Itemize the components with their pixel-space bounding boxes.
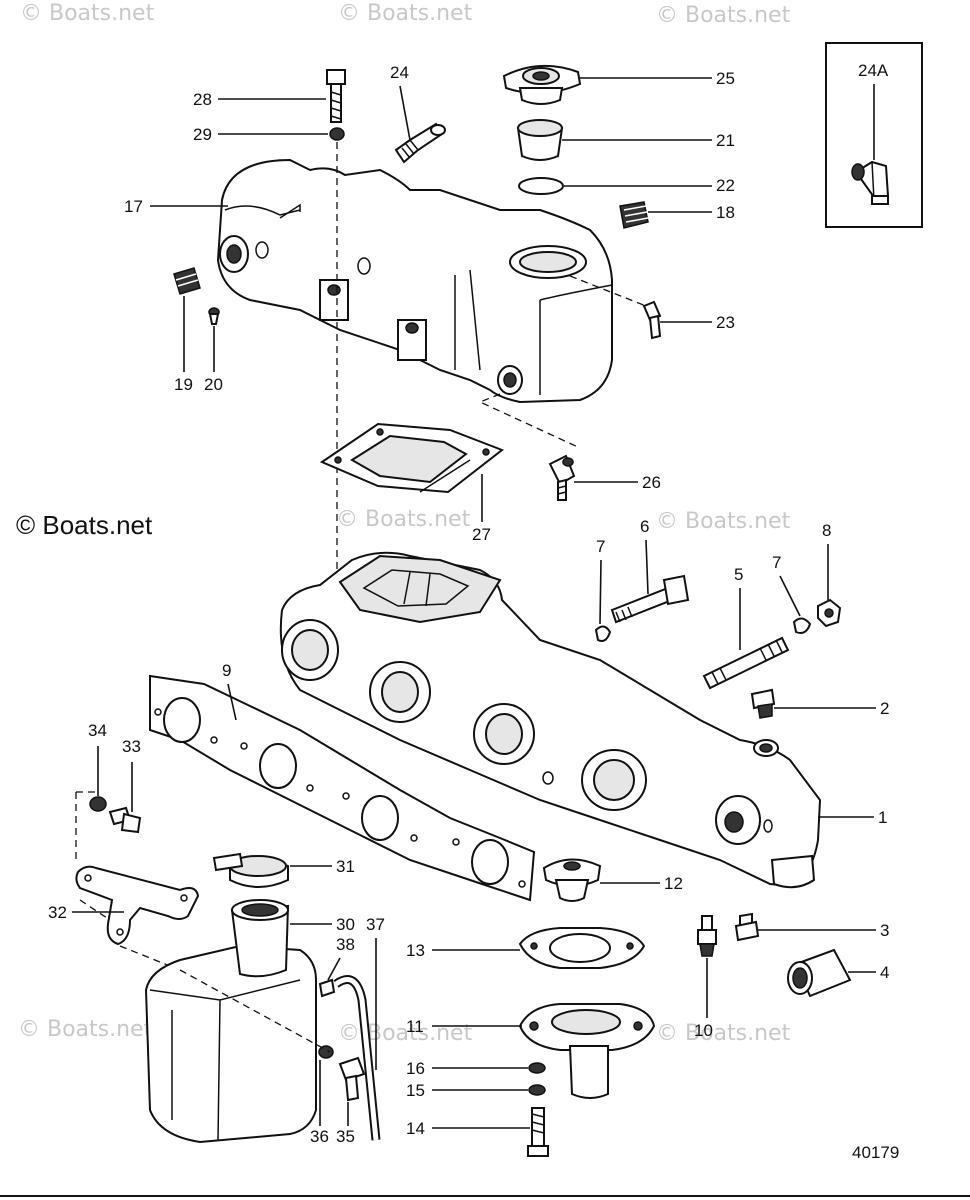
watermark-center: © Boats.net — [336, 507, 471, 532]
watermark-bottom-right: © Boats.net — [656, 1021, 791, 1046]
callout-31: 31 — [336, 857, 355, 876]
temperature-sender-10 — [697, 915, 717, 957]
callout-9: 9 — [222, 661, 231, 680]
bolt-33 — [108, 806, 142, 834]
callout-7b: 7 — [772, 553, 781, 572]
lockwasher-15 — [528, 1084, 546, 1096]
drain-plug-23 — [642, 300, 662, 340]
callout-3: 3 — [880, 921, 889, 940]
washer-16 — [528, 1062, 546, 1074]
o-ring-22 — [518, 177, 564, 195]
callout-21: 21 — [716, 131, 735, 150]
bolt-35 — [338, 1056, 366, 1102]
manifold-gasket-9 — [149, 674, 536, 902]
pipe-plug-3 — [734, 912, 760, 942]
callout-11: 11 — [406, 1017, 424, 1036]
callout-15: 15 — [406, 1081, 425, 1100]
callout-7a: 7 — [596, 537, 605, 556]
callout-35: 35 — [336, 1127, 355, 1146]
washer-36 — [318, 1045, 334, 1059]
pipe-plug-19 — [173, 267, 201, 295]
callout-10: 10 — [694, 1021, 713, 1040]
lockwasher-7b — [792, 617, 812, 634]
callout-17: 17 — [124, 197, 143, 216]
lockwasher-29 — [329, 127, 345, 141]
thermostat-housing-11 — [518, 1003, 656, 1099]
callout-25: 25 — [716, 69, 735, 88]
filler-neck-21 — [516, 119, 564, 161]
leader-38 — [327, 957, 341, 981]
callout-24a: 24A — [858, 61, 889, 80]
callout-14: 14 — [406, 1119, 425, 1138]
watermark-right-middle: © Boats.net — [656, 509, 791, 534]
bolt-6 — [610, 574, 690, 624]
leader-6 — [645, 539, 649, 595]
callout-5: 5 — [734, 565, 743, 584]
bolt-14 — [527, 1107, 549, 1157]
reservoir-tank-30 — [144, 899, 317, 1144]
callout-18: 18 — [716, 203, 735, 222]
hose-clamp-38 — [318, 978, 336, 998]
hose-4 — [787, 948, 852, 998]
bracket-32 — [75, 865, 200, 946]
callout-2: 2 — [880, 699, 889, 718]
callout-29: 29 — [193, 125, 212, 144]
callout-23: 23 — [716, 313, 735, 332]
bolt-28 — [326, 69, 346, 123]
thermostat-12 — [542, 858, 602, 902]
watermark-top-left: © Boats.net — [20, 1, 155, 26]
overflow-hose-37 — [333, 975, 381, 1141]
elbow-fitting-24a — [851, 160, 890, 205]
thermostat-gasket-13 — [518, 927, 646, 969]
dashline-23 — [569, 275, 647, 307]
elbow-fitting-26 — [548, 454, 576, 501]
callout-30: 30 — [336, 915, 355, 934]
figure-number: 40179 — [852, 1143, 899, 1162]
pipe-plug-18 — [619, 201, 649, 229]
callout-27: 27 — [472, 525, 491, 544]
dashline-tank — [179, 969, 331, 1053]
callout-38: 38 — [336, 935, 355, 954]
water-jacket-17 — [216, 158, 613, 404]
callout-34: 34 — [88, 721, 107, 740]
nut-8 — [817, 598, 842, 628]
pressure-cap-25 — [502, 64, 582, 105]
screw-20 — [208, 307, 220, 325]
pipe-plug-2 — [750, 688, 776, 719]
stud-5 — [702, 636, 790, 690]
callout-6: 6 — [640, 517, 649, 536]
lockwasher-7a — [594, 625, 612, 642]
watermark-top-right: © Boats.net — [656, 3, 791, 28]
leader-7b — [779, 575, 801, 617]
callout-1: 1 — [878, 808, 887, 827]
callout-22: 22 — [716, 176, 735, 195]
washer-34 — [89, 796, 107, 812]
callout-16: 16 — [406, 1059, 425, 1078]
callout-26: 26 — [642, 473, 661, 492]
callout-32: 32 — [48, 903, 67, 922]
exhaust-manifold-1 — [279, 551, 822, 889]
callout-8: 8 — [822, 521, 831, 540]
watermark-bottom-left: © Boats.net — [18, 1017, 153, 1042]
callout-4: 4 — [880, 963, 889, 982]
callout-33: 33 — [122, 737, 141, 756]
callout-12: 12 — [664, 874, 683, 893]
leader-7a — [599, 559, 602, 625]
callout-28: 28 — [193, 90, 212, 109]
watermark-left-middle: © Boats.net — [16, 510, 153, 540]
callout-19: 19 — [174, 375, 193, 394]
leader-9 — [227, 683, 237, 721]
fitting-24 — [394, 122, 446, 164]
leader-24 — [399, 85, 411, 141]
callout-36: 36 — [310, 1127, 329, 1146]
gasket-27 — [319, 422, 505, 494]
watermark-top-center: © Boats.net — [338, 1, 473, 26]
callout-24: 24 — [390, 63, 409, 82]
reservoir-cap-31 — [212, 852, 289, 888]
callout-20: 20 — [204, 375, 223, 394]
callout-37: 37 — [366, 915, 385, 934]
callout-13: 13 — [406, 941, 425, 960]
